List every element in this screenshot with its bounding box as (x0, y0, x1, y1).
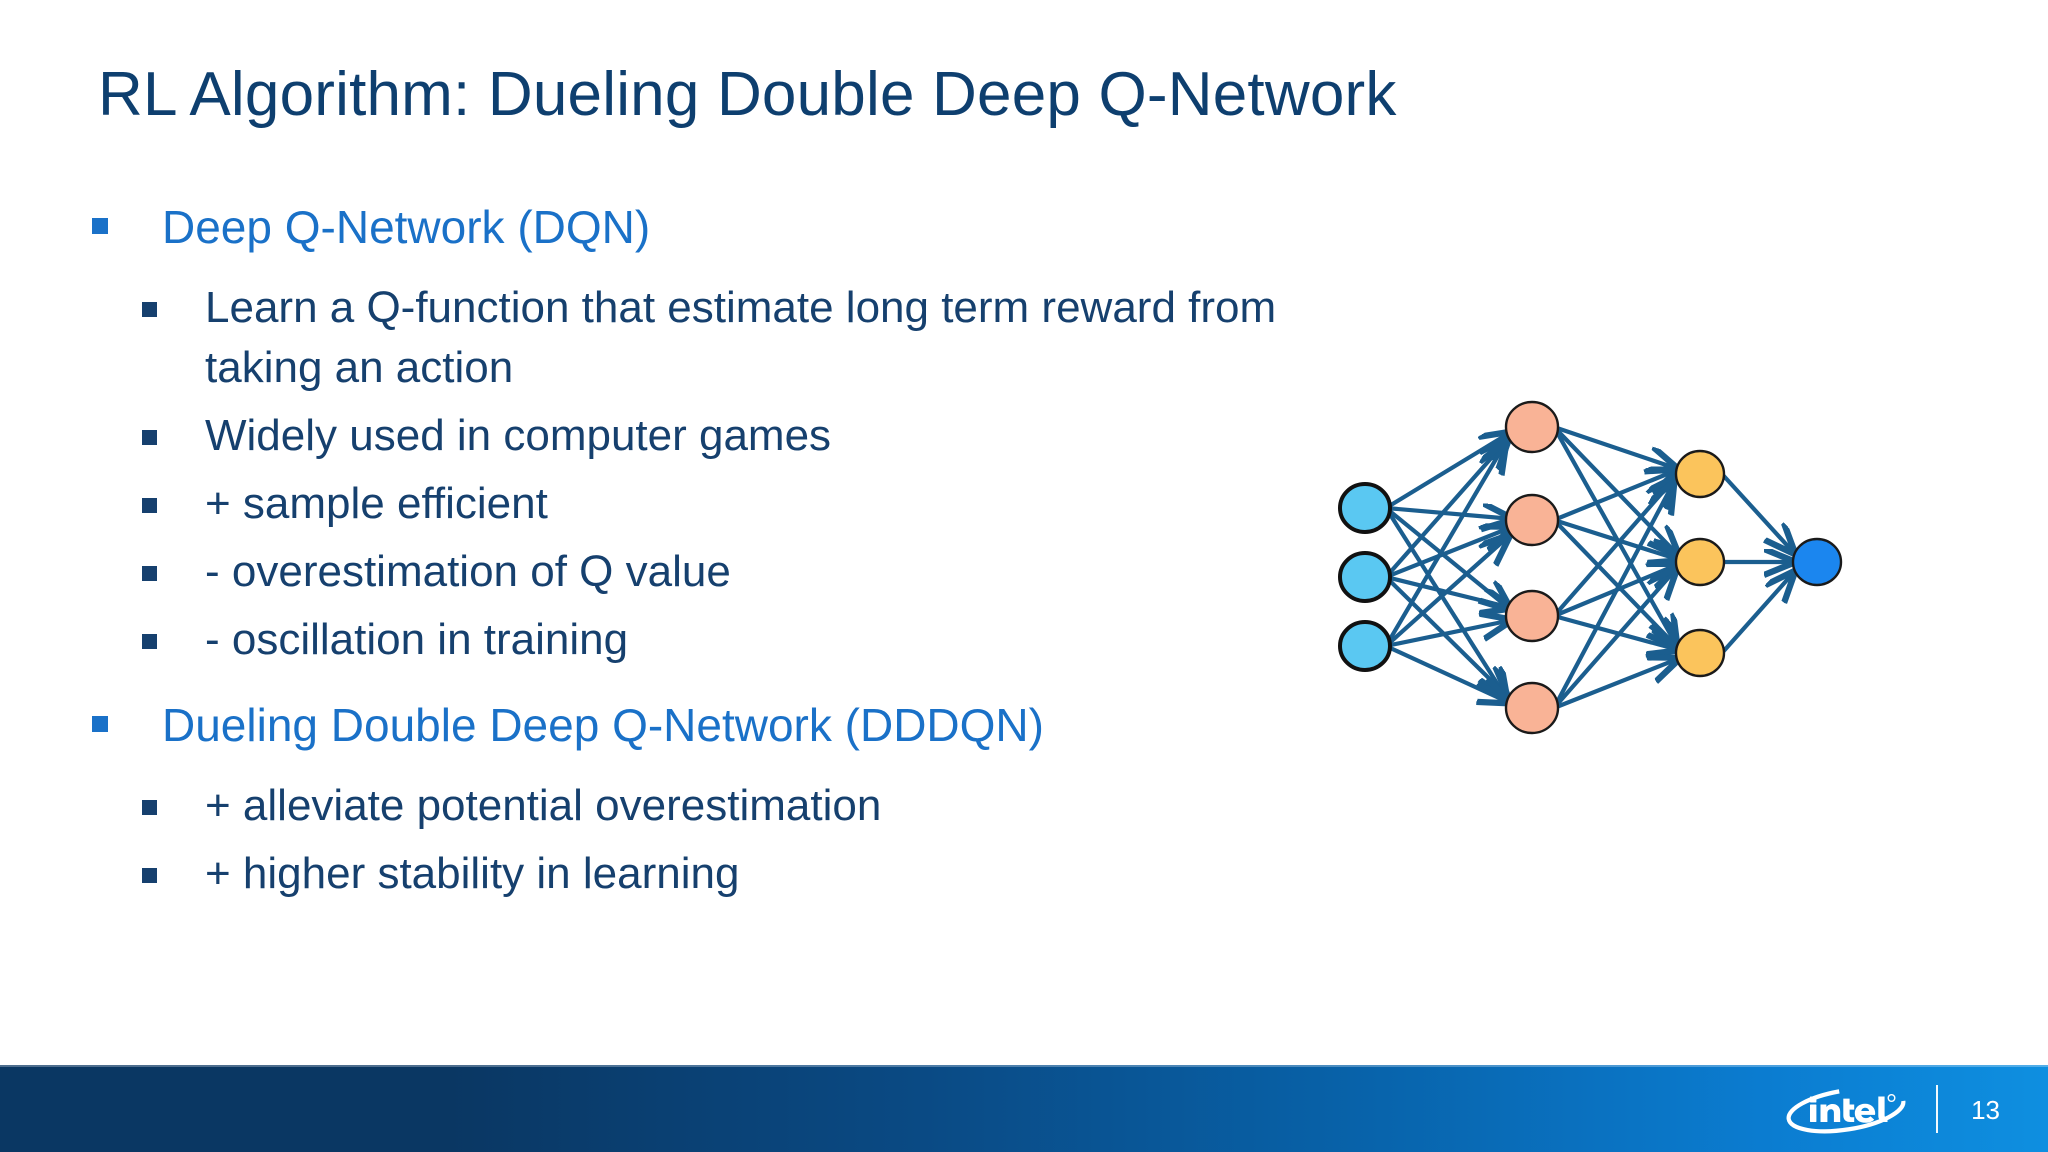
bullet-level1-dqn: Deep Q-Network (DQN) (0, 196, 1330, 258)
spacer (0, 762, 1330, 776)
neural-network-diagram (1310, 370, 1870, 770)
nn-hidden-layer-1 (1504, 400, 1560, 735)
bullet-level2-sample-efficient: + sample efficient (0, 474, 1330, 534)
intel-logo-icon (1786, 1086, 1906, 1134)
nn-node-input-3 (1338, 620, 1392, 672)
spacer (0, 678, 1330, 694)
bullet-level2-label: Widely used in computer games (205, 411, 832, 460)
spacer (0, 264, 1330, 278)
bullet-marker-icon (92, 218, 108, 234)
nn-edges-hidden1-to-hidden2 (1552, 425, 1680, 710)
bullet-level2-label: + alleviate potential overestimation (205, 781, 882, 830)
nn-node-hidden2-1 (1674, 449, 1726, 499)
nn-hidden-layer-2 (1674, 449, 1726, 678)
bullet-level2-label: - overestimation of Q value (205, 547, 731, 596)
bullet-marker-icon (142, 634, 157, 649)
bullet-level2-higher-stability: + higher stability in learning (0, 844, 1330, 904)
bullet-level2-oscillation: - oscillation in training (0, 610, 1330, 670)
page-number: 13 (1971, 1095, 2000, 1125)
nn-node-hidden1-2 (1504, 493, 1560, 547)
bullet-level2-computer-games: Widely used in computer games (0, 406, 1330, 466)
bullet-level2-label: + higher stability in learning (205, 849, 740, 898)
footer-bar: 13 (0, 1065, 2048, 1152)
bullet-level2-label: - oscillation in training (205, 615, 629, 664)
bullet-level2-label: + sample efficient (205, 479, 548, 528)
footer-top-divider (0, 1065, 2048, 1067)
nn-node-hidden2-2 (1674, 537, 1726, 587)
bullet-marker-icon (142, 868, 157, 883)
nn-edges-input-to-hidden1 (1384, 432, 1513, 703)
nn-output-layer (1791, 537, 1843, 587)
page-title: RL Algorithm: Dueling Double Deep Q-Netw… (98, 60, 1397, 129)
bullet-marker-icon (142, 566, 157, 581)
bullet-marker-icon (142, 498, 157, 513)
nn-node-hidden1-1 (1504, 400, 1560, 454)
nn-node-hidden2-3 (1674, 628, 1726, 678)
nn-edges-hidden2-to-output (1720, 472, 1795, 655)
bullet-marker-icon (142, 430, 157, 445)
nn-node-input-2 (1338, 551, 1392, 603)
bullet-list: Deep Q-Network (DQN) Learn a Q-function … (0, 196, 1330, 912)
bullet-marker-icon (142, 800, 157, 815)
nn-node-hidden1-3 (1504, 589, 1560, 643)
bullet-level1-label: Deep Q-Network (DQN) (162, 201, 651, 253)
nn-input-layer (1338, 482, 1392, 672)
bullet-marker-icon (92, 716, 108, 732)
bullet-level2-learn-q-function: Learn a Q-function that estimate long te… (0, 278, 1330, 398)
nn-node-input-1 (1338, 482, 1392, 534)
bullet-marker-icon (142, 302, 157, 317)
bullet-level2-label: Learn a Q-function that estimate long te… (205, 283, 1277, 392)
bullet-level2-overestimation: - overestimation of Q value (0, 542, 1330, 602)
nn-node-hidden1-4 (1504, 681, 1560, 735)
bullet-level1-dddqn: Dueling Double Deep Q-Network (DDDQN) (0, 694, 1330, 756)
bullet-level2-alleviate-overestimation: + alleviate potential overestimation (0, 776, 1330, 836)
footer-divider (1936, 1085, 1938, 1133)
nn-node-output-1 (1791, 537, 1843, 587)
bullet-level1-label: Dueling Double Deep Q-Network (DDDQN) (162, 699, 1044, 751)
